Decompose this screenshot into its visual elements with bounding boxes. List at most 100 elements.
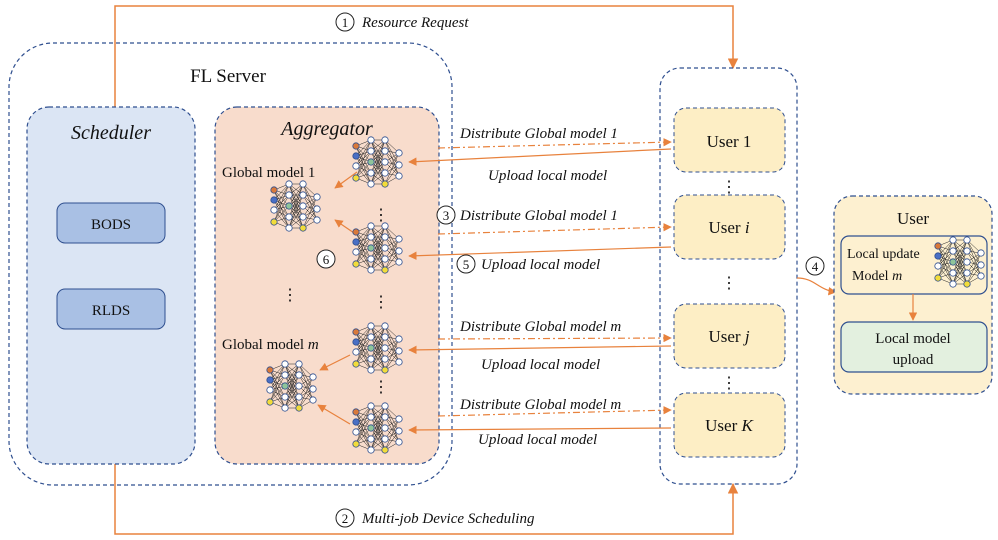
local-upload-line2: upload (893, 352, 934, 368)
nn-edge (355, 139, 372, 167)
nn-edge (355, 416, 372, 445)
nn-node (281, 371, 289, 379)
nn-node (313, 205, 321, 213)
agg-arrow-3 (319, 354, 351, 371)
nn-edge (370, 139, 386, 185)
nn-node (395, 427, 403, 435)
step-1-marker: 1 (335, 12, 355, 32)
nn-edge (370, 427, 386, 451)
nn-node (963, 247, 971, 255)
neural-net-icon (352, 136, 403, 188)
nn-edge (355, 236, 372, 265)
nn-edge (370, 405, 386, 429)
resource-request-arrow (114, 5, 739, 108)
neural-net-icon (352, 402, 403, 454)
svg-text:3: 3 (443, 208, 450, 223)
rlds-box (56, 288, 166, 330)
nn-node (934, 262, 942, 270)
nn-node (934, 252, 942, 260)
local-upload-box (840, 321, 988, 373)
nn-edge (355, 411, 372, 429)
nn-edge (302, 208, 318, 229)
nn-node (352, 248, 360, 256)
nn-edge (384, 238, 400, 271)
nn-edge (952, 239, 968, 263)
nn-edge (269, 369, 286, 387)
nn-edge (370, 225, 386, 271)
aggregator-vdots-top: ⋮ (373, 207, 389, 224)
user-1-box: User 1 (673, 107, 786, 173)
svg-text:1: 1 (342, 15, 349, 30)
nn-node (949, 258, 957, 266)
nn-edge (355, 251, 372, 271)
nn-node (395, 335, 403, 343)
nn-edge (384, 152, 400, 185)
aggregator-vdots-mid: ⋮ (373, 294, 389, 311)
nn-node (352, 238, 360, 246)
nn-node (381, 233, 389, 241)
nn-edge (269, 374, 286, 403)
nn-node (352, 338, 360, 346)
svg-text:User i: User i (708, 218, 749, 237)
nn-edge (284, 363, 300, 387)
nn-node (381, 446, 389, 454)
nn-edge (298, 376, 314, 409)
neural-net-icon (934, 236, 985, 288)
nn-edge (370, 325, 386, 349)
nn-edge (937, 261, 954, 279)
distribute-arrow-1 (437, 137, 672, 149)
nn-node (367, 424, 375, 432)
nn-edge (355, 247, 372, 265)
nn-edge (966, 252, 982, 285)
nn-node (963, 269, 971, 277)
nn-node (367, 147, 375, 155)
nn-edge (370, 325, 386, 371)
nn-node (270, 196, 278, 204)
nn-edge (370, 161, 386, 185)
svg-text:User j: User j (708, 327, 749, 346)
nn-node (285, 180, 293, 188)
nn-node (367, 180, 375, 188)
nn-node (367, 169, 375, 177)
distribute-arrow-i (437, 223, 672, 235)
nn-node (367, 244, 375, 252)
nn-node (367, 366, 375, 374)
users-vdots-2: ⋮ (721, 275, 737, 292)
nn-edge (937, 265, 954, 285)
nn-node (266, 398, 274, 406)
user-panel-title: User (897, 209, 929, 228)
nn-node (395, 149, 403, 157)
nn-edge (355, 351, 372, 371)
nn-node (313, 193, 321, 201)
nn-edge (384, 238, 400, 260)
nn-edge (384, 430, 400, 451)
nn-edge (288, 183, 304, 229)
nn-node (367, 255, 375, 263)
svg-text:User K: User K (705, 416, 754, 435)
nn-node (381, 355, 389, 363)
distribute-label-i: Distribute Global model 1 (459, 208, 618, 224)
nn-node (281, 404, 289, 412)
local-update-line1: Local update (847, 247, 920, 262)
nn-edge (966, 264, 982, 285)
nn-node (295, 404, 303, 412)
step-5-marker: 5 (456, 254, 476, 274)
nn-edge (355, 165, 372, 185)
nn-edge (284, 363, 300, 409)
nn-node (977, 261, 985, 269)
nn-node (266, 376, 274, 384)
nn-node (270, 186, 278, 194)
nn-edge (384, 152, 400, 174)
nn-node (352, 360, 360, 368)
nn-node (381, 222, 389, 230)
nn-edge (273, 194, 290, 223)
nn-node (309, 385, 317, 393)
nn-edge (384, 418, 400, 440)
upload-arrow-1 (408, 148, 672, 166)
nn-node (395, 247, 403, 255)
nn-edge (370, 247, 386, 271)
neural-net-icon (266, 360, 317, 412)
nn-node (352, 260, 360, 268)
nn-node (381, 435, 389, 443)
